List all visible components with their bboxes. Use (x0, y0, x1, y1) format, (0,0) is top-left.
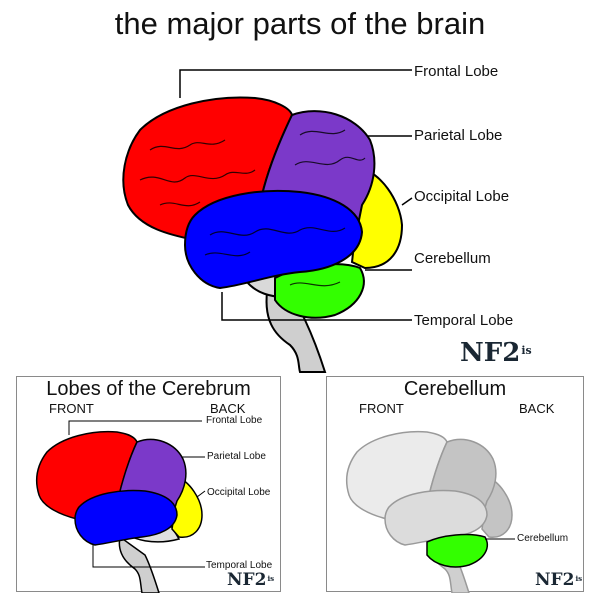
lobes-label-temporal: Temporal Lobe (206, 560, 273, 571)
lobes-panel-back: BACK (210, 401, 246, 416)
lobes-panel-title: Lobes of the Cerebrum (46, 378, 251, 400)
cerebellum-panel-back: BACK (519, 401, 555, 416)
logo-text: NF2 (460, 338, 521, 368)
cerebellum-panel-illustration (345, 430, 515, 593)
lobes-label-frontal: Frontal Lobe (206, 415, 263, 426)
nf2is-logo: NF2is (460, 338, 532, 368)
label-parietal-lobe: Parietal Lobe (414, 127, 503, 144)
lobes-label-occipital: Occipital Lobe (207, 487, 271, 498)
lobes-panel: Lobes of the Cerebrum FRONT BACK Frontal… (16, 376, 281, 593)
cerebellum-panel-logo: NF2is (535, 570, 582, 590)
label-occipital-lobe: Occipital Lobe (414, 188, 510, 205)
logo-sub-right: is (575, 573, 583, 583)
lobes-label-parietal: Parietal Lobe (207, 451, 266, 462)
logo-text-right: NF2 (535, 570, 575, 590)
main-temporal-lobe (183, 189, 364, 290)
label-cerebellum: Cerebellum (414, 250, 491, 267)
cerebellum-panel-label: Cerebellum (517, 533, 569, 544)
lobes-panel-front: FRONT (49, 401, 94, 416)
cerebellum-panel: Cerebellum FRONT BACK Cerebellum NF2is (326, 376, 584, 593)
leader-occipital (401, 197, 413, 206)
leader-temporal (221, 292, 412, 321)
cerebellum-panel-front: FRONT (359, 401, 404, 416)
leader-frontal (179, 69, 412, 98)
lobes-panel-illustration (35, 420, 206, 593)
lobes-panel-logo: NF2is (227, 570, 274, 590)
label-temporal-lobe: Temporal Lobe (414, 312, 514, 329)
cerebellum-panel-title: Cerebellum (403, 378, 507, 400)
logo-sub-small: is (267, 573, 275, 583)
page-title: the major parts of the brain (114, 6, 486, 41)
cerebellum-panel-cerebellum (426, 533, 489, 568)
logo-text-small: NF2 (227, 570, 267, 590)
logo-sub: is (521, 344, 532, 358)
label-frontal-lobe: Frontal Lobe (414, 63, 499, 80)
